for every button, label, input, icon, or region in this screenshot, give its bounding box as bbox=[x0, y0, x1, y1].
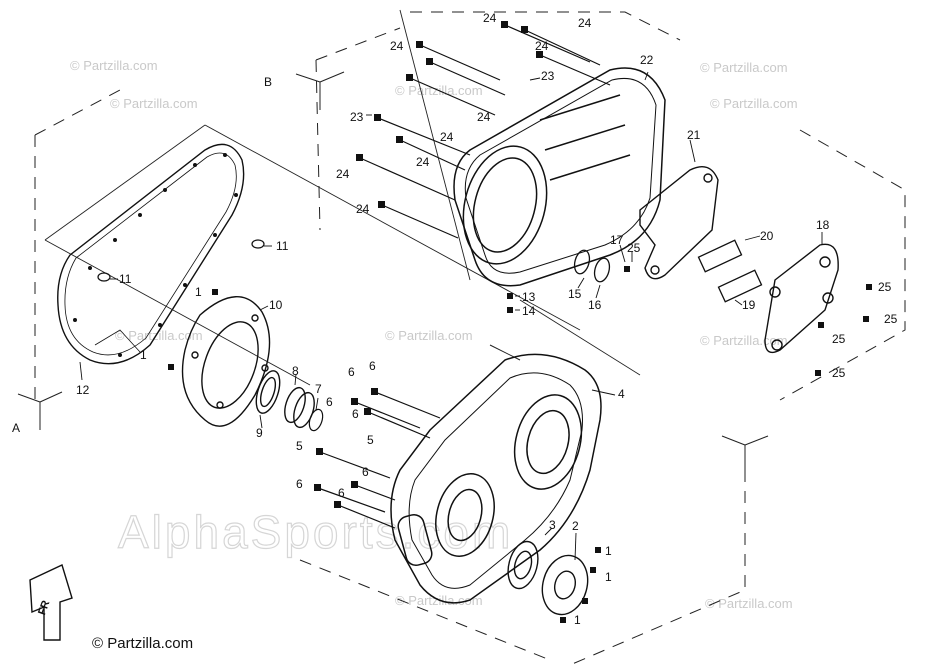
view-markers bbox=[17, 71, 769, 470]
callout-2: 2 bbox=[572, 519, 579, 533]
dowel-pin-11 bbox=[97, 239, 265, 282]
view-label-a: A bbox=[12, 421, 20, 435]
view-label-b: B bbox=[264, 75, 272, 89]
callout-21: 21 bbox=[687, 128, 701, 142]
callout-17: 17 bbox=[610, 233, 624, 247]
partzilla-credit: © Partzilla.com bbox=[92, 635, 193, 652]
callout-numbers: 11 11 1 10 1 12 9 8 7 6 6 6 6 5 5 6 6 6 … bbox=[76, 11, 898, 627]
bearing-plate-2 bbox=[541, 554, 589, 616]
callout-4: 4 bbox=[618, 387, 625, 401]
callout-10: 10 bbox=[269, 298, 283, 312]
bolts-6 bbox=[317, 391, 441, 529]
bolts-24 bbox=[359, 24, 611, 239]
leader-lines bbox=[79, 71, 823, 561]
plate-18 bbox=[764, 243, 839, 354]
callout-12: 12 bbox=[76, 383, 90, 397]
watermark: © Partzilla.com bbox=[710, 96, 798, 111]
gasket-12 bbox=[57, 143, 245, 365]
crankcase-cover-4 bbox=[390, 353, 602, 604]
callout-3: 3 bbox=[549, 518, 556, 532]
callout-24: 24 bbox=[440, 130, 454, 144]
callout-15: 15 bbox=[568, 287, 582, 301]
callout-25: 25 bbox=[627, 241, 641, 255]
boundary-b-left bbox=[315, 59, 321, 231]
callout-24: 24 bbox=[416, 155, 430, 169]
callout-6: 6 bbox=[296, 477, 303, 491]
callout-6: 6 bbox=[369, 359, 376, 373]
callout-1: 1 bbox=[574, 613, 581, 627]
callout-24: 24 bbox=[336, 167, 350, 181]
callout-7: 7 bbox=[315, 382, 322, 396]
boundary-right bbox=[779, 129, 906, 401]
callout-1: 1 bbox=[140, 348, 147, 362]
watermark: © Partzilla.com bbox=[110, 96, 198, 111]
svg-text:FR: FR bbox=[36, 599, 52, 617]
callout-9: 9 bbox=[256, 426, 263, 440]
callout-24: 24 bbox=[356, 202, 370, 216]
callout-13: 13 bbox=[522, 290, 536, 304]
callout-6: 6 bbox=[362, 465, 369, 479]
callout-16: 16 bbox=[588, 298, 602, 312]
watermark: © Partzilla.com bbox=[700, 60, 788, 75]
callout-24: 24 bbox=[578, 16, 592, 30]
callout-25: 25 bbox=[884, 312, 898, 326]
watermark: © Partzilla.com bbox=[385, 328, 473, 343]
callout-14: 14 bbox=[522, 304, 536, 318]
callout-22: 22 bbox=[640, 53, 654, 67]
callout-5: 5 bbox=[296, 439, 303, 453]
oil-seal-9 bbox=[255, 370, 281, 414]
bearing-8 bbox=[284, 386, 315, 429]
bolt-heads-24 bbox=[356, 21, 543, 208]
callout-24: 24 bbox=[483, 11, 497, 25]
big-watermark: AlphaSports.com bbox=[118, 506, 513, 558]
boundary-lower-right bbox=[569, 470, 746, 666]
callout-5: 5 bbox=[367, 433, 374, 447]
callout-25: 25 bbox=[878, 280, 892, 294]
callout-8: 8 bbox=[292, 364, 299, 378]
boundary-outlines bbox=[34, 11, 906, 666]
callout-1: 1 bbox=[605, 544, 612, 558]
boundary-lower-left bbox=[299, 559, 551, 661]
callout-1: 1 bbox=[605, 570, 612, 584]
bracket-21 bbox=[639, 166, 719, 280]
boundary-top bbox=[410, 11, 681, 41]
callout-25: 25 bbox=[832, 332, 846, 346]
callout-23: 23 bbox=[350, 110, 364, 124]
watermark: © Partzilla.com bbox=[115, 328, 203, 343]
gasket-holes bbox=[73, 153, 238, 357]
callout-24: 24 bbox=[477, 110, 491, 124]
callout-6: 6 bbox=[338, 486, 345, 500]
callout-19: 19 bbox=[742, 298, 756, 312]
watermark: © Partzilla.com bbox=[705, 596, 793, 611]
callout-6: 6 bbox=[348, 365, 355, 379]
rubber-blocks-19-20 bbox=[697, 239, 763, 303]
watermark: © Partzilla.com bbox=[70, 58, 158, 73]
callout-6: 6 bbox=[326, 395, 333, 409]
callout-25: 25 bbox=[832, 366, 846, 380]
callout-24: 24 bbox=[390, 39, 404, 53]
washer-16 bbox=[593, 257, 611, 283]
callout-18: 18 bbox=[816, 218, 830, 232]
callout-11: 11 bbox=[119, 272, 132, 286]
callout-1: 1 bbox=[195, 285, 202, 299]
callout-23: 23 bbox=[541, 69, 555, 83]
cover-plate-10 bbox=[181, 296, 271, 427]
boundary-b-top bbox=[315, 27, 401, 61]
small-screws bbox=[168, 266, 872, 623]
o-ring-7 bbox=[308, 408, 324, 432]
callout-11: 11 bbox=[276, 239, 289, 253]
clutch-housing-22 bbox=[453, 67, 666, 287]
callout-20: 20 bbox=[760, 229, 774, 243]
bearing-3 bbox=[507, 540, 539, 590]
seal-15 bbox=[573, 249, 591, 275]
front-direction-icon: FR bbox=[29, 564, 73, 641]
bolt-heads-6 bbox=[314, 388, 378, 508]
boundary-a-top bbox=[34, 89, 121, 136]
callout-24: 24 bbox=[535, 39, 549, 53]
callout-6: 6 bbox=[352, 407, 359, 421]
